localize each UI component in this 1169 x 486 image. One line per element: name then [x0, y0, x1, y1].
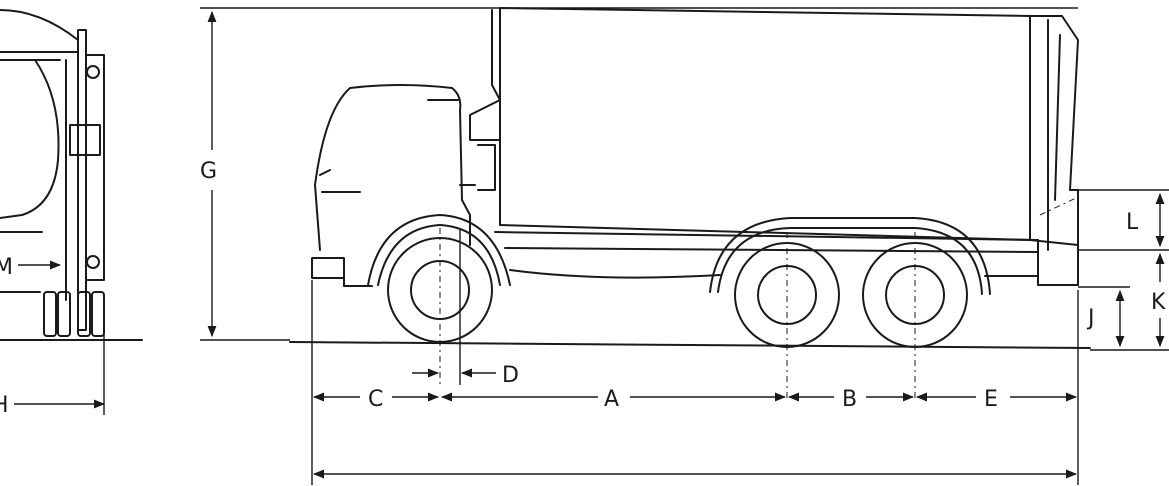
tailgate: [1029, 15, 1079, 286]
rear-fender-inner: [717, 227, 983, 295]
rear-fender-outer: [709, 217, 991, 295]
front-fender-inner: [377, 224, 501, 286]
side-view: G: [200, 7, 1169, 485]
refuse-body: [499, 7, 1031, 241]
tailgate-seal-dashed: [1039, 197, 1077, 216]
label-j: J: [1086, 306, 1095, 331]
frame-lower-curve: [509, 269, 721, 279]
rear-wheel-3: [77, 291, 91, 337]
rear-wheel-2: [57, 291, 71, 337]
label-m: M: [0, 255, 13, 280]
cab-windshield-mark: [319, 169, 331, 176]
body-bulkhead-lower: [477, 144, 496, 191]
rear-body-top-curve: [0, 9, 79, 41]
rear-lift-cylinder: [69, 124, 101, 156]
front-bumper: [311, 257, 345, 279]
label-g: G: [200, 159, 217, 184]
rear-view: M H: [0, 9, 143, 418]
frame-top-rail: [494, 231, 1039, 241]
label-d: D: [502, 363, 519, 388]
label-h: H: [0, 393, 9, 418]
label-c: C: [368, 387, 383, 412]
rear-pivot-top: [86, 65, 100, 79]
label-a: A: [604, 387, 619, 412]
front-fender-outer: [367, 214, 511, 286]
cab-outline: [314, 84, 471, 251]
rear-pivot-bottom: [86, 255, 100, 269]
rear-upright-left: [77, 29, 87, 331]
body-bulkhead-step: [469, 99, 501, 141]
rear-upright-right: [85, 54, 105, 281]
rear-wheel-4: [91, 291, 105, 337]
label-l: L: [1126, 210, 1139, 235]
tailgate-inner-line: [1054, 34, 1061, 201]
rear-body-bowl: [0, 59, 60, 219]
label-b: B: [842, 387, 857, 412]
rear-wheel-1: [43, 291, 57, 337]
ground-line: [289, 341, 1091, 349]
frame-mid-rail: [504, 247, 1039, 253]
label-e: E: [984, 387, 998, 412]
label-k: K: [1151, 290, 1166, 315]
